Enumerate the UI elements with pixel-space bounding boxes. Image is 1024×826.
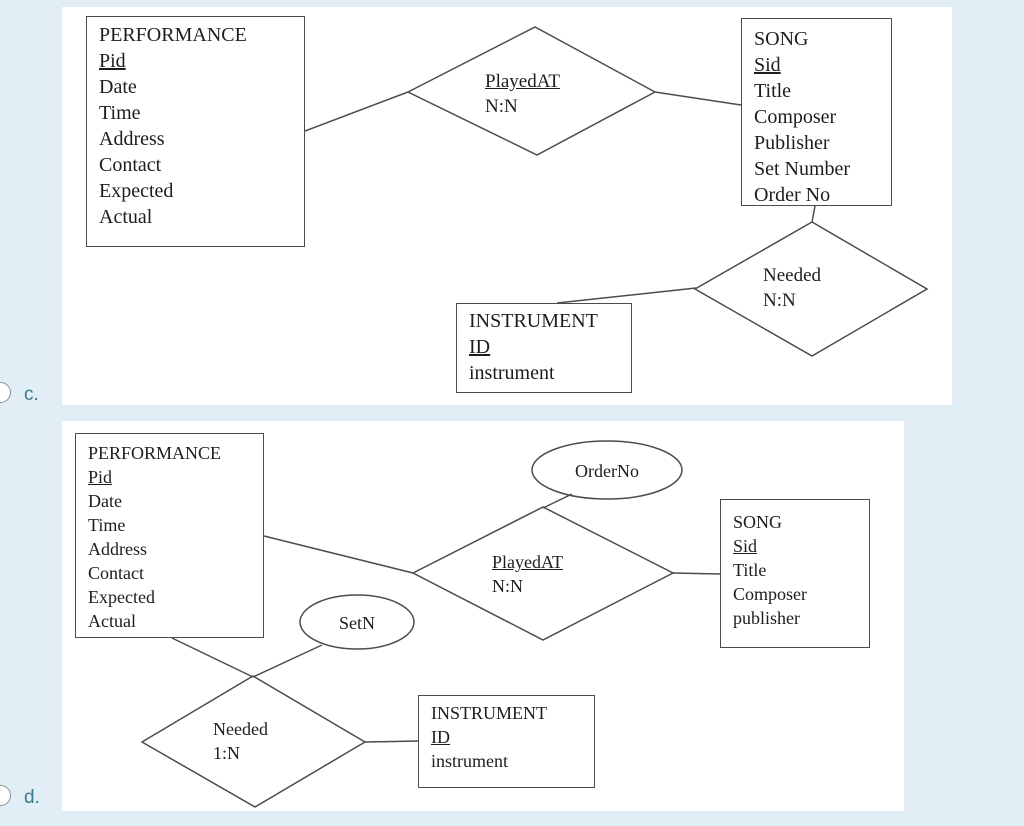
entity-title: SONG bbox=[733, 512, 783, 532]
attribute: Composer bbox=[733, 584, 807, 604]
attribute-orderno-label: OrderNo bbox=[575, 461, 639, 481]
relationship-cardinality: 1:N bbox=[213, 743, 240, 763]
line-needed-instrument bbox=[556, 287, 697, 304]
line-performance-playedat bbox=[263, 535, 414, 574]
line-needed-instrument bbox=[364, 740, 419, 743]
entity-performance: PERFORMANCE Pid Date Time Address Contac… bbox=[75, 433, 264, 638]
relationship-name: PlayedAT bbox=[492, 552, 563, 572]
needed-diamond bbox=[693, 221, 929, 357]
key-attribute: Pid bbox=[88, 467, 113, 487]
option-d-label[interactable]: d. bbox=[24, 787, 40, 808]
entity-title: INSTRUMENT bbox=[469, 310, 598, 332]
relationship-name: PlayedAT bbox=[485, 71, 560, 92]
line-performance-playedat bbox=[304, 91, 409, 132]
attribute: Time bbox=[88, 515, 126, 535]
playedat-diamond bbox=[406, 26, 657, 156]
entity-song: SONG Sid Title Composer publisher bbox=[720, 499, 870, 648]
attribute: Title bbox=[733, 560, 767, 580]
key-attribute: Sid bbox=[754, 54, 781, 76]
attribute: Date bbox=[88, 491, 122, 511]
key-attribute: Sid bbox=[733, 536, 758, 556]
attribute: instrument bbox=[431, 751, 508, 771]
relationship-playedat-label: PlayedAT N:N bbox=[492, 550, 563, 598]
attribute-setn-label: SetN bbox=[339, 613, 375, 633]
diagram-option-c: PERFORMANCE Pid Date Time Address Contac… bbox=[62, 7, 952, 405]
attribute: Address bbox=[88, 539, 147, 559]
setn-ellipse bbox=[299, 594, 415, 650]
attribute: Set Number bbox=[754, 158, 851, 180]
line-playedat-song bbox=[672, 572, 721, 575]
entity-instrument: INSTRUMENT ID instrument bbox=[456, 303, 632, 393]
relationship-playedat-label: PlayedAT N:N bbox=[485, 69, 560, 119]
diagram-option-d: PERFORMANCE Pid Date Time Address Contac… bbox=[62, 421, 904, 811]
attribute: Date bbox=[99, 76, 137, 98]
attribute: Expected bbox=[88, 587, 155, 607]
attribute: Expected bbox=[99, 180, 174, 202]
option-d-radio[interactable] bbox=[0, 785, 11, 806]
connector-layer-d bbox=[140, 440, 721, 808]
attribute: Title bbox=[754, 80, 792, 102]
relationship-name: Needed bbox=[213, 719, 268, 739]
line-setn-needed bbox=[252, 644, 323, 678]
option-c-radio[interactable] bbox=[0, 382, 11, 403]
relationship-name: Needed bbox=[763, 265, 822, 286]
attribute: instrument bbox=[469, 362, 555, 384]
attribute: Actual bbox=[99, 206, 153, 228]
line-song-needed bbox=[811, 205, 816, 223]
entity-title: INSTRUMENT bbox=[431, 703, 547, 723]
needed-diamond bbox=[140, 675, 367, 808]
relationship-needed-label: Needed 1:N bbox=[213, 717, 268, 765]
key-attribute: Pid bbox=[99, 50, 126, 72]
attribute: Time bbox=[99, 102, 141, 124]
entity-title: SONG bbox=[754, 28, 809, 50]
key-attribute: ID bbox=[469, 336, 491, 358]
attribute: Contact bbox=[99, 154, 162, 176]
entity-song: SONG Sid Title Composer Publisher Set Nu… bbox=[741, 18, 892, 206]
attribute: Contact bbox=[88, 563, 144, 583]
attribute: Composer bbox=[754, 106, 837, 128]
relationship-cardinality: N:N bbox=[763, 290, 796, 311]
entity-performance: PERFORMANCE Pid Date Time Address Contac… bbox=[86, 16, 305, 247]
entity-title: PERFORMANCE bbox=[88, 443, 222, 463]
relationship-cardinality: N:N bbox=[485, 96, 518, 117]
connector-layer-c bbox=[304, 26, 929, 357]
line-performance-needed bbox=[171, 637, 254, 678]
relationship-needed-label: Needed N:N bbox=[763, 263, 821, 313]
orderno-ellipse bbox=[531, 440, 683, 500]
key-attribute: ID bbox=[431, 727, 450, 747]
attribute: Publisher bbox=[754, 132, 830, 154]
option-c-label[interactable]: c. bbox=[24, 384, 39, 405]
relationship-cardinality: N:N bbox=[492, 576, 523, 596]
entity-title: PERFORMANCE bbox=[99, 24, 247, 46]
attribute: Address bbox=[99, 128, 165, 150]
entity-instrument: INSTRUMENT ID instrument bbox=[418, 695, 595, 788]
playedat-diamond bbox=[411, 506, 675, 641]
attribute: Order No bbox=[754, 184, 831, 206]
line-orderno-playedat bbox=[542, 493, 573, 509]
line-playedat-song bbox=[654, 91, 742, 106]
attribute: publisher bbox=[733, 608, 800, 628]
attribute: Actual bbox=[88, 611, 136, 631]
